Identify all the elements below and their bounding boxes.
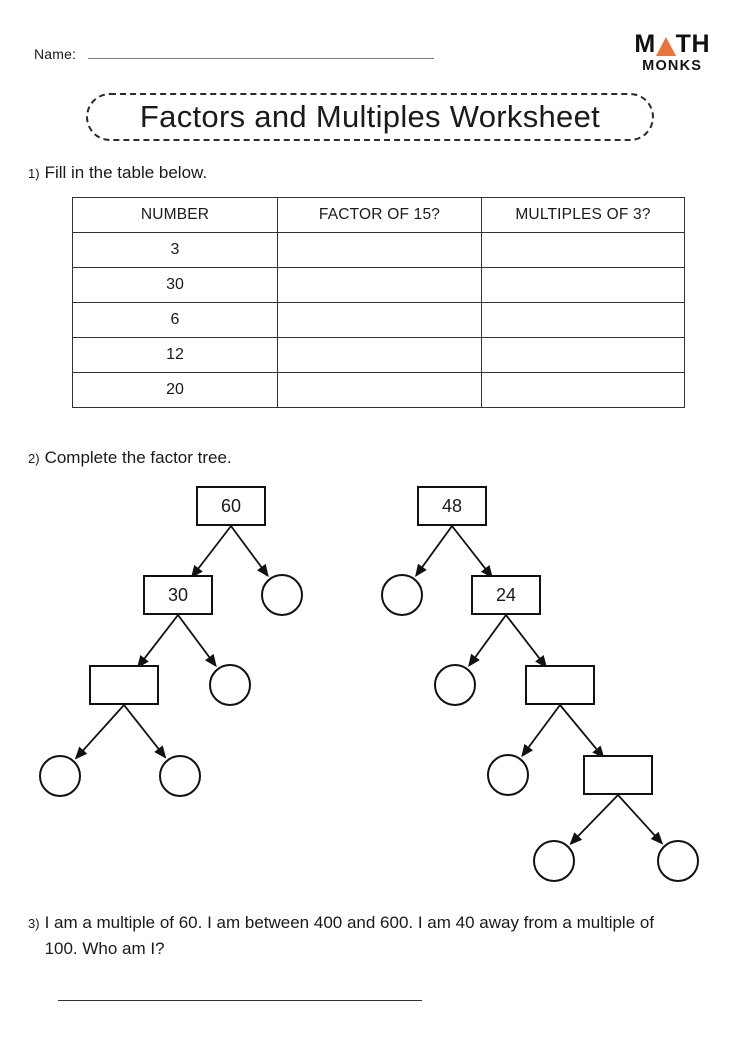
factor-tree-connectors <box>74 525 664 846</box>
page-title: Factors and Multiples Worksheet <box>139 99 601 134</box>
cell-multiples-of-3[interactable] <box>481 337 685 373</box>
cell-factor-of-15[interactable] <box>277 267 482 303</box>
name-input-line[interactable] <box>88 46 434 59</box>
factor-node-value: 48 <box>441 496 463 516</box>
factor-node-blank[interactable] <box>487 754 529 796</box>
name-field-row: Name: <box>34 46 434 62</box>
table-row: 3 <box>72 232 685 268</box>
factor-tree-arrow <box>521 704 561 758</box>
factor-node-30: 30 <box>143 575 213 615</box>
question-3-text: I am a multiple of 60. I am between 400 … <box>44 913 655 958</box>
factor-node-blank[interactable] <box>261 574 303 616</box>
factor-tree-arrow <box>559 704 605 759</box>
factor-tree-arrow <box>468 614 507 668</box>
column-header-factor-of-15: FACTOR OF 15? <box>277 197 482 233</box>
logo-letters-th: TH <box>675 30 710 58</box>
question-2-number: 2) <box>28 451 40 466</box>
factor-tree-arrow <box>415 525 453 578</box>
question-1-number: 1) <box>28 166 40 181</box>
column-header-number: NUMBER <box>72 197 278 233</box>
question-3-number: 3) <box>28 916 40 931</box>
factor-tree-arrow <box>230 525 269 578</box>
cell-factor-of-15[interactable] <box>277 302 482 338</box>
cell-number: 20 <box>72 372 278 408</box>
question-3: 3) I am a multiple of 60. I am between 4… <box>28 910 668 961</box>
factor-node-60: 60 <box>196 486 266 526</box>
factor-node-blank[interactable] <box>381 574 423 616</box>
logo-letter-m: M <box>634 30 656 58</box>
factor-node-blank[interactable] <box>39 755 81 797</box>
cell-number: 3 <box>72 232 278 268</box>
cell-factor-of-15[interactable] <box>277 372 482 408</box>
factor-tree-arrow <box>451 525 493 579</box>
column-header-multiples-of-3: MULTIPLES OF 3? <box>481 197 685 233</box>
factor-node-blank[interactable] <box>583 755 653 795</box>
factor-node-value: 30 <box>167 585 189 605</box>
factor-node-48: 48 <box>417 486 487 526</box>
cell-multiples-of-3[interactable] <box>481 232 685 268</box>
question-2-text: Complete the factor tree. <box>44 448 232 467</box>
table-row: 20 <box>72 372 685 408</box>
factor-tree-arrow <box>136 614 179 669</box>
factor-node-value: 60 <box>220 496 242 516</box>
logo-wordmark-math: M TH <box>634 32 710 57</box>
question-1: 1) Fill in the table below. <box>28 160 207 186</box>
factor-node-blank[interactable] <box>533 840 575 882</box>
factor-node-blank[interactable] <box>159 755 201 797</box>
factor-node-blank[interactable] <box>209 664 251 706</box>
factor-trees-area: 60 30 48 24 <box>0 470 742 900</box>
orange-triangle-icon <box>655 37 676 56</box>
factor-node-24: 24 <box>471 575 541 615</box>
factor-tree-arrow <box>505 614 548 669</box>
table-row: 30 <box>72 267 685 303</box>
cell-number: 6 <box>72 302 278 338</box>
factor-tree-arrow <box>190 525 232 579</box>
cell-factor-of-15[interactable] <box>277 232 482 268</box>
factor-node-blank[interactable] <box>89 665 159 705</box>
worksheet-title-box: Factors and Multiples Worksheet <box>86 93 654 141</box>
question-2: 2) Complete the factor tree. <box>28 445 232 471</box>
table-row: 12 <box>72 337 685 373</box>
factor-tree-arrow <box>123 704 167 759</box>
factors-multiples-table: NUMBER FACTOR OF 15? MULTIPLES OF 3? 3 3… <box>72 197 685 408</box>
cell-number: 30 <box>72 267 278 303</box>
factor-tree-arrow <box>617 794 664 845</box>
table-row: 6 <box>72 302 685 338</box>
name-label: Name: <box>34 46 77 62</box>
answer-input-line[interactable] <box>58 1000 422 1001</box>
factor-node-blank[interactable] <box>434 664 476 706</box>
cell-multiples-of-3[interactable] <box>481 372 685 408</box>
question-1-text: Fill in the table below. <box>44 163 208 182</box>
factor-node-blank[interactable] <box>657 840 699 882</box>
factor-node-blank[interactable] <box>525 665 595 705</box>
cell-multiples-of-3[interactable] <box>481 302 685 338</box>
cell-factor-of-15[interactable] <box>277 337 482 373</box>
factor-tree-arrow <box>74 704 125 760</box>
cell-multiples-of-3[interactable] <box>481 267 685 303</box>
table-header-row: NUMBER FACTOR OF 15? MULTIPLES OF 3? <box>72 197 685 233</box>
factor-node-value: 24 <box>495 585 517 605</box>
factor-tree-arrow <box>569 794 619 846</box>
math-monks-logo: M TH MONKS <box>634 32 710 74</box>
factor-tree-arrow <box>177 614 217 668</box>
cell-number: 12 <box>72 337 278 373</box>
logo-wordmark-monks: MONKS <box>642 58 703 74</box>
